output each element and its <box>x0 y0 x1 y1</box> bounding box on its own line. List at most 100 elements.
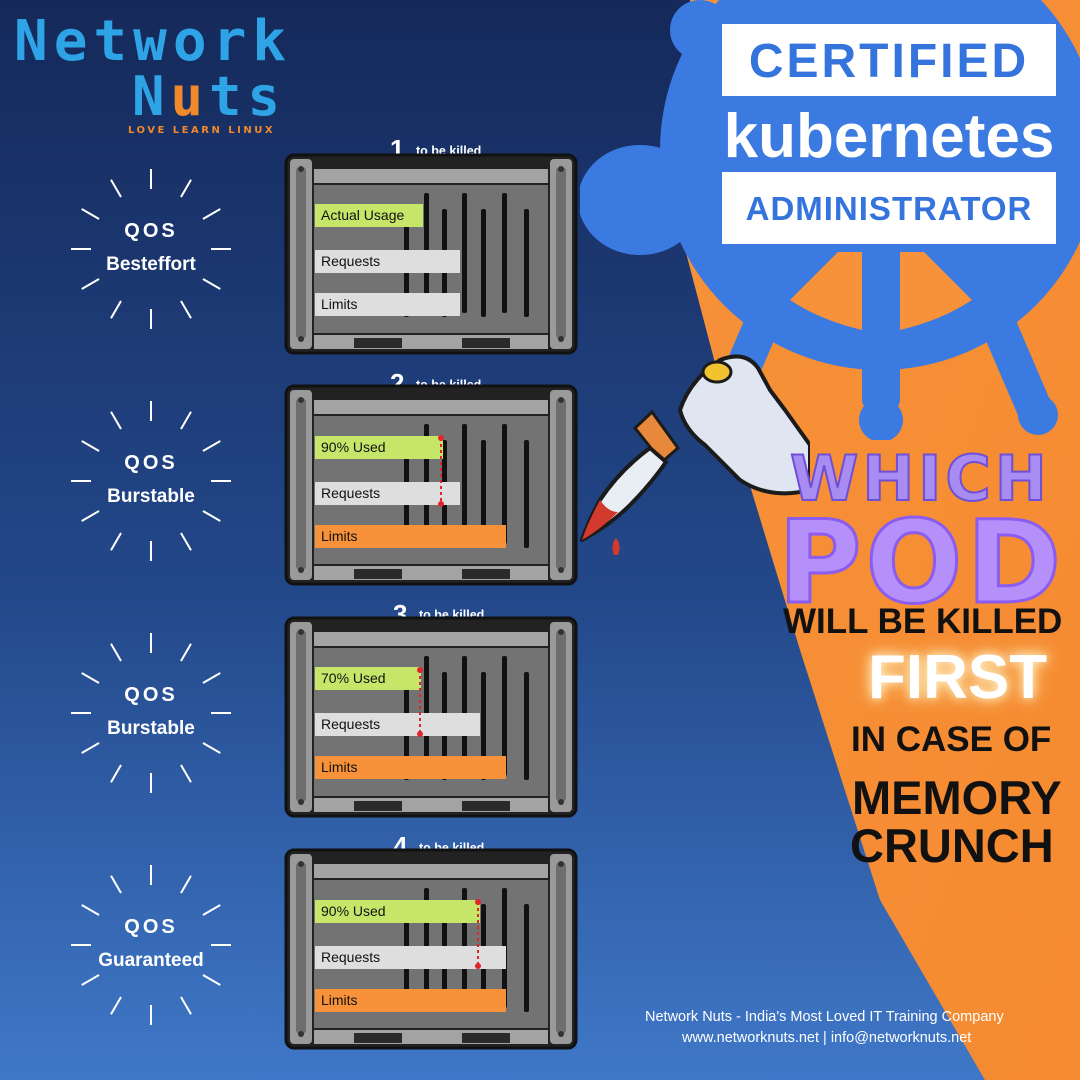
sunburst-ray <box>110 875 122 894</box>
rack-foot <box>462 801 510 811</box>
rack-rail-slot <box>296 398 306 570</box>
rack-vent-slot <box>524 440 529 548</box>
headline-first: FIRST <box>868 643 1048 712</box>
rack-bottom-plate <box>314 798 548 812</box>
qos-class: Besteffort <box>106 254 196 275</box>
rack-foot <box>354 801 402 811</box>
headline-pod: POD <box>776 495 1066 631</box>
rack-vent-slot <box>481 440 486 548</box>
sunburst-ray <box>180 411 192 430</box>
limits-bar: Limits <box>315 293 460 316</box>
sunburst-ray <box>110 532 122 551</box>
sunburst-ray <box>202 440 221 452</box>
headline-which: WHICH <box>789 441 1051 516</box>
headline-will-be-killed: WILL BE KILLED <box>783 602 1063 641</box>
sunburst-ray <box>110 411 122 430</box>
rack-vent-slot <box>502 193 507 313</box>
rack-foot <box>354 569 402 579</box>
logo-tagline: LOVE LEARN LINUX <box>128 125 276 136</box>
sunburst-ray <box>81 510 100 522</box>
qos-badge-1: QOS Besteffort <box>70 168 232 330</box>
usage-marker-line <box>438 435 444 507</box>
kubernetes-title: kubernetes <box>723 102 1055 171</box>
qos-class: Burstable <box>107 718 195 739</box>
sunburst-ray <box>180 996 192 1015</box>
rack-foot <box>462 338 510 348</box>
rack-screw <box>558 166 564 172</box>
rack-rail-slot <box>556 630 566 802</box>
rack-vent-slot <box>524 209 529 317</box>
qos-badge-3: QOS Burstable <box>70 632 232 794</box>
headline-crunch: CRUNCH <box>850 819 1054 872</box>
rack-rail-slot <box>296 630 306 802</box>
usage-bar: 90% Used <box>315 900 480 923</box>
qos-badge-4: QOS Guaranteed <box>70 864 232 1026</box>
sunburst-ray <box>180 300 192 319</box>
certified-banner: CERTIFIED <box>722 24 1056 96</box>
rack-vent-slot <box>462 424 467 544</box>
sunburst-icon <box>71 401 231 561</box>
sunburst-ray <box>202 510 221 522</box>
usage-bar: Actual Usage <box>315 204 423 227</box>
sunburst-ray <box>202 904 221 916</box>
rack-screw <box>298 397 304 403</box>
qos-class: Guaranteed <box>98 950 204 971</box>
rack-vent-slot <box>502 656 507 776</box>
sunburst-ray <box>180 875 192 894</box>
rack-foot <box>462 569 510 579</box>
rack-screw <box>558 397 564 403</box>
rack-screw <box>298 861 304 867</box>
rack-foot <box>354 1033 402 1043</box>
rack-screw <box>558 629 564 635</box>
logo-nuts: Nuts <box>132 65 287 128</box>
rack-screw <box>558 567 564 573</box>
sunburst-ray <box>202 974 221 986</box>
requests-bar: Requests <box>315 946 506 969</box>
requests-bar: Requests <box>315 713 480 736</box>
usage-marker-line <box>417 667 423 737</box>
sunburst-ray <box>110 643 122 662</box>
rack-rail-slot <box>556 398 566 570</box>
rack-vent-slot <box>481 672 486 780</box>
rack-vent-slot <box>502 424 507 544</box>
usage-bar: 70% Used <box>315 667 421 690</box>
rack-screw <box>298 166 304 172</box>
server-rack-1: Actual Usage Requests Limits <box>284 153 578 355</box>
sunburst-ray <box>81 672 100 684</box>
rack-rail-slot <box>556 862 566 1034</box>
headline-memory: MEMORY <box>852 771 1062 824</box>
limits-bar: Limits <box>315 756 506 779</box>
rack-rail-slot <box>556 167 566 339</box>
qos-label: QOS <box>124 684 178 706</box>
rack-bottom-plate <box>314 1030 548 1044</box>
rack-top-plate <box>314 864 548 878</box>
rack-bottom-plate <box>314 566 548 580</box>
sunburst-ray <box>110 300 122 319</box>
rack-rail-slot <box>296 862 306 1034</box>
requests-bar: Requests <box>315 250 460 273</box>
rack-vent-slot <box>524 672 529 780</box>
administrator-banner: ADMINISTRATOR <box>722 172 1056 244</box>
rack-screw <box>558 1031 564 1037</box>
limits-bar: Limits <box>315 525 506 548</box>
rack-vent-slot <box>481 209 486 317</box>
qos-label: QOS <box>124 220 178 242</box>
rack-screw <box>558 336 564 342</box>
rack-screw <box>298 799 304 805</box>
qos-label: QOS <box>124 916 178 938</box>
sunburst-ray <box>81 974 100 986</box>
sunburst-ray <box>202 742 221 754</box>
qos-class: Burstable <box>107 486 195 507</box>
limits-bar: Limits <box>315 989 506 1012</box>
rack-top-plate <box>314 169 548 183</box>
server-rack-4: 90% Used Requests Limits <box>284 848 578 1050</box>
server-rack-2: 90% Used Requests Limits <box>284 384 578 586</box>
server-rack-3: 70% Used Requests Limits <box>284 616 578 818</box>
rack-foot <box>462 1033 510 1043</box>
rack-rail-slot <box>296 167 306 339</box>
sunburst-ray <box>110 179 122 198</box>
sunburst-ray <box>202 278 221 290</box>
sunburst-ray <box>81 278 100 290</box>
sunburst-ray <box>81 208 100 220</box>
sunburst-ray <box>81 742 100 754</box>
